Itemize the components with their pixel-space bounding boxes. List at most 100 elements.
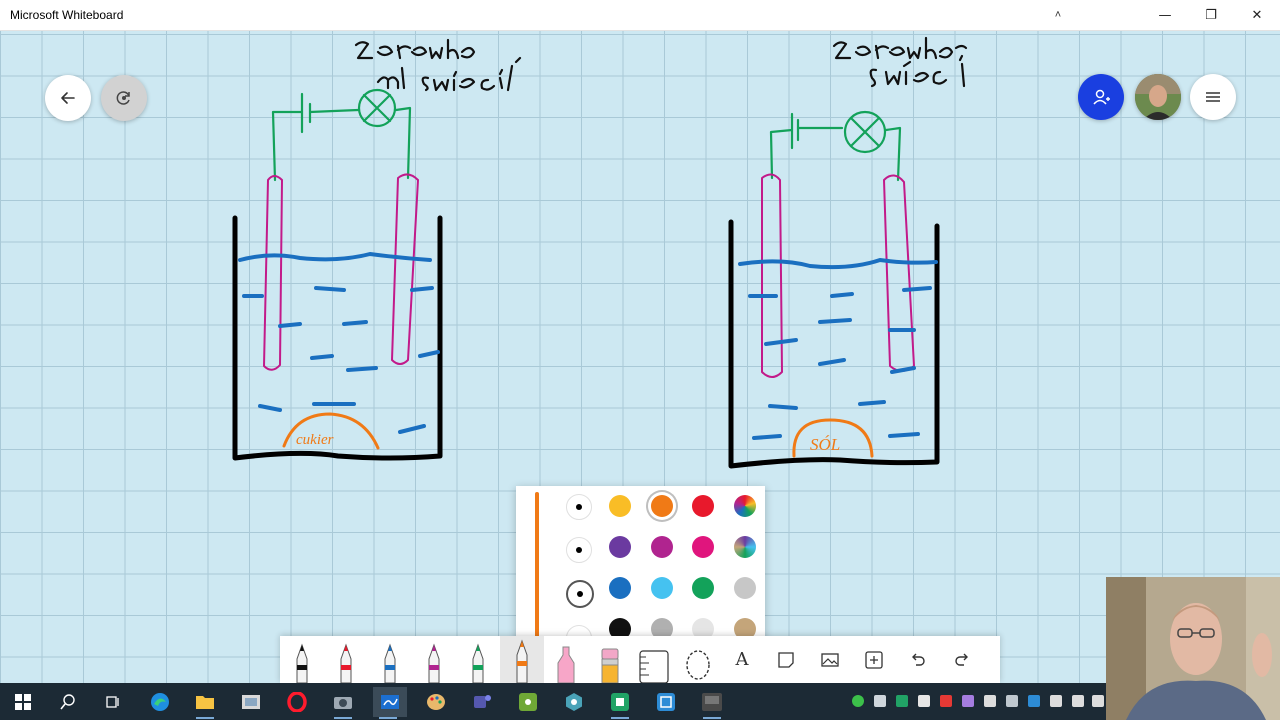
- tray-pen-icon[interactable]: [962, 695, 974, 707]
- lasso-tool[interactable]: [676, 636, 720, 683]
- tray-settings-icon[interactable]: [874, 695, 886, 707]
- text-icon: A: [735, 649, 749, 670]
- red-pen-tool[interactable]: [324, 636, 368, 683]
- collapse-toolbar-button[interactable]: ˄: [1054, 9, 1062, 21]
- color-swatch-pink[interactable]: [692, 536, 714, 558]
- pen-icon: [296, 643, 308, 683]
- history-button[interactable]: [101, 75, 147, 121]
- person-add-icon: [1093, 89, 1110, 105]
- color-swatch-green[interactable]: [692, 577, 714, 599]
- tray-blue-icon[interactable]: [1028, 695, 1040, 707]
- atom-app-icon: [519, 693, 537, 711]
- pen-icon: [516, 639, 528, 683]
- black-pen-tool[interactable]: [280, 636, 324, 683]
- webcam-overlay: [1106, 577, 1280, 720]
- start-button[interactable]: [8, 687, 38, 717]
- taskbar-app-green-2[interactable]: [605, 687, 635, 719]
- invite-button[interactable]: [1078, 74, 1124, 120]
- undo-button[interactable]: [896, 636, 940, 683]
- window-title: Microsoft Whiteboard: [10, 8, 124, 22]
- taskbar-teams[interactable]: [467, 687, 497, 717]
- redo-icon: [955, 653, 968, 666]
- color-swatch-tan[interactable]: [733, 618, 756, 640]
- windows-logo-icon: [15, 694, 31, 710]
- back-button[interactable]: [45, 75, 91, 121]
- tray-display-icon[interactable]: [1050, 695, 1062, 707]
- tray-check-icon[interactable]: [852, 695, 864, 707]
- text-tool[interactable]: A: [720, 636, 764, 683]
- left-circuit-wires: [271, 88, 412, 182]
- menu-button[interactable]: [1190, 74, 1236, 120]
- presenter-video-feed: [1106, 577, 1280, 720]
- tray-network-icon[interactable]: [1006, 695, 1018, 707]
- blue-pen-tool[interactable]: [368, 636, 412, 683]
- taskbar-paint[interactable]: [421, 687, 451, 717]
- right-electrodes: [761, 173, 915, 378]
- magenta-pen-tool[interactable]: [412, 636, 456, 683]
- task-view-button[interactable]: [98, 687, 128, 717]
- user-avatar[interactable]: [1135, 74, 1181, 120]
- whiteboard-canvas[interactable]: cukier: [0, 31, 1280, 683]
- green-pen-tool[interactable]: [456, 636, 500, 683]
- sticky-note-tool[interactable]: [764, 636, 808, 683]
- left-substance-pile: [282, 412, 380, 450]
- highlighter-tool[interactable]: [544, 636, 588, 683]
- tray-mic-icon[interactable]: [984, 695, 996, 707]
- color-swatch-white[interactable]: [692, 618, 714, 640]
- close-button[interactable]: ✕: [1251, 7, 1263, 23]
- tray-red-icon[interactable]: [940, 695, 952, 707]
- pen-size-large[interactable]: [566, 580, 594, 608]
- maximize-button[interactable]: ❐: [1205, 7, 1217, 23]
- color-swatch-light-grey[interactable]: [733, 577, 756, 599]
- lasso-icon: [686, 650, 710, 680]
- title-bar: Microsoft Whiteboard ˄ — ❐ ✕: [0, 0, 1280, 31]
- eraser-tool[interactable]: [588, 636, 632, 683]
- ruler-tool[interactable]: [632, 636, 676, 683]
- color-swatch-grid: [609, 495, 756, 640]
- color-swatch-black[interactable]: [609, 618, 631, 640]
- teams-icon: [474, 695, 491, 708]
- insert-tool[interactable]: [852, 636, 896, 683]
- color-swatch-red[interactable]: [692, 495, 714, 517]
- color-swatch-grey[interactable]: [650, 618, 673, 640]
- right-circuit-wires: [769, 110, 902, 182]
- taskbar-file-explorer[interactable]: [190, 687, 220, 719]
- color-swatch-purple[interactable]: [609, 536, 631, 558]
- taskbar-whiteboard[interactable]: [373, 687, 407, 719]
- tray-app-icon[interactable]: [918, 695, 930, 707]
- taskbar-search-button[interactable]: [53, 687, 83, 717]
- color-swatch-magenta[interactable]: [650, 536, 673, 558]
- pen-icon: [384, 643, 396, 683]
- color-swatch-blue[interactable]: [609, 577, 631, 599]
- taskbar-photos[interactable]: [236, 687, 266, 717]
- taskbar-app-green[interactable]: [513, 687, 543, 717]
- whiteboard-ink[interactable]: cukier: [0, 31, 1280, 683]
- photos-icon: [242, 695, 260, 709]
- taskbar-opera[interactable]: [282, 687, 312, 717]
- taskbar-tv-app[interactable]: [697, 687, 727, 719]
- taskbar-edge[interactable]: [145, 687, 175, 717]
- right-experiment-drawing: [728, 36, 968, 469]
- pen-size-medium[interactable]: [566, 537, 592, 563]
- tray-green-icon[interactable]: [896, 695, 908, 707]
- whiteboard-icon: [381, 695, 399, 709]
- left-substance-label: cukier: [296, 432, 334, 448]
- redo-button[interactable]: [940, 636, 984, 683]
- taskbar-app-blue[interactable]: [651, 687, 681, 717]
- color-swatch-light-blue[interactable]: [650, 577, 673, 599]
- image-tool[interactable]: [808, 636, 852, 683]
- tray-battery-icon[interactable]: [1072, 695, 1084, 707]
- color-swatch-orange[interactable]: [650, 495, 673, 517]
- minimize-button[interactable]: —: [1158, 7, 1172, 23]
- color-swatch-yellow[interactable]: [609, 495, 631, 517]
- color-swatch-galaxy[interactable]: [733, 536, 756, 558]
- taskbar-camera[interactable]: [328, 687, 358, 719]
- rotate-icon: [116, 91, 130, 105]
- color-swatch-rainbow[interactable]: [733, 495, 756, 517]
- orange-pen-tool[interactable]: [500, 636, 544, 683]
- tray-volume-icon[interactable]: [1092, 695, 1104, 707]
- pen-size-small[interactable]: [566, 494, 592, 520]
- left-caption-ink: [354, 38, 522, 92]
- taskbar-app-cyan[interactable]: [559, 687, 589, 717]
- hexagon-app-icon: [566, 693, 582, 711]
